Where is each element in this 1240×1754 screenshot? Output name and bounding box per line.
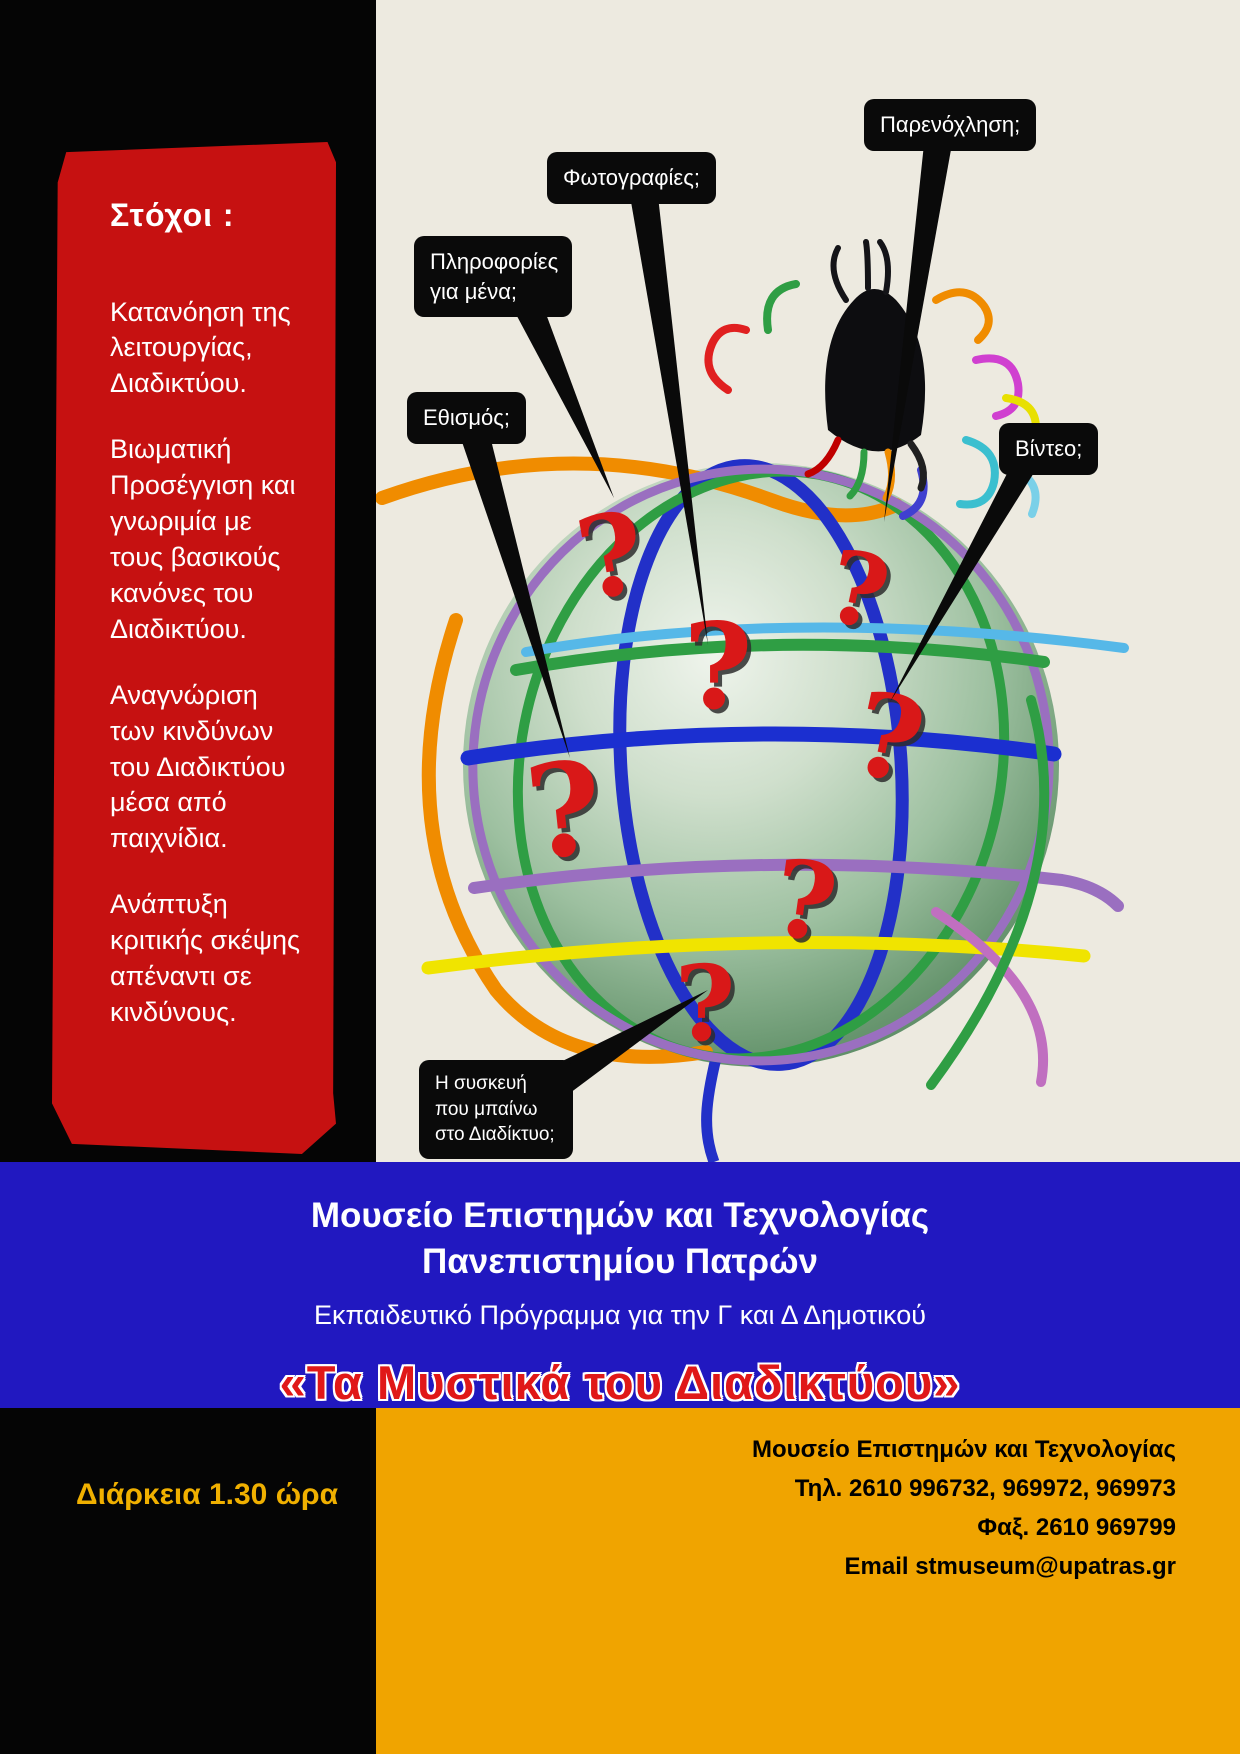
museum-title-line2: Πανεπιστημίου Πατρών xyxy=(421,1242,819,1281)
callout-info-label: Πληροφορίες για μένα; xyxy=(430,249,559,304)
callout-addiction-label: Εθισμός; xyxy=(423,405,511,430)
program-subtitle: Εκπαιδευτικό Πρόγραμμα για την Γ και Δ Δ… xyxy=(314,1300,926,1330)
question-mark: ? xyxy=(675,942,736,1065)
goals-title: Στόχοι : xyxy=(110,197,235,233)
callout-video: Βίντεο; xyxy=(999,423,1099,475)
callout-harassment: Παρενόχληση; xyxy=(864,99,1037,151)
callout-photos: Φωτογραφίες; xyxy=(547,152,716,204)
callout-addiction: Εθισμός; xyxy=(407,392,527,444)
contact-line: Τηλ. 2610 996732, 969972, 969973 xyxy=(794,1475,1176,1502)
banner: Μουσείο Επιστημών και Τεχνολογίας Πανεπι… xyxy=(0,1162,1240,1409)
callout-device-label: Η συσκευή που μπαίνω στο Διαδίκτυο; xyxy=(435,1073,555,1146)
contact-line: Μουσείο Επιστημών και Τεχνολογίας xyxy=(752,1436,1176,1463)
duration-label: Διάρκεια 1.30 ώρα xyxy=(76,1478,339,1511)
goal-item: Αναγνώριση των κινδύνων του Διαδικτύου μ… xyxy=(110,679,286,854)
goal-item: Βιωματική Προσέγγιση και γνωριμία με του… xyxy=(110,434,296,644)
contact-line: Φαξ. 2610 969799 xyxy=(977,1514,1176,1541)
callout-info: Πληροφορίες για μένα; xyxy=(414,236,572,318)
goal-item: Ανάπτυξη κριτικής σκέψης απέναντι σε κιν… xyxy=(110,889,301,1027)
callout-photos-label: Φωτογραφίες; xyxy=(563,165,700,190)
creature-body xyxy=(825,289,926,452)
goals-ribbon: Στόχοι : Κατανόηση της λειτουργίας, Διαδ… xyxy=(52,142,336,1154)
museum-title-line1: Μουσείο Επιστημών και Τεχνολογίας xyxy=(310,1196,930,1235)
callout-device: Η συσκευή που μπαίνω στο Διαδίκτυο; xyxy=(419,1060,573,1159)
contact-line: Email stmuseum@upatras.gr xyxy=(844,1553,1177,1580)
question-mark: ? xyxy=(683,597,752,736)
callout-harassment-label: Παρενόχληση; xyxy=(880,112,1021,137)
poster-title: «Τα Μυστικά του Διαδικτύου» xyxy=(279,1356,961,1409)
goal-item: Κατανόηση της λειτουργίας, Διαδικτύου. xyxy=(110,296,291,399)
question-mark: ? xyxy=(519,733,609,890)
contact-block: Μουσείο Επιστημών και Τεχνολογίας Τηλ. 2… xyxy=(376,1408,1240,1754)
globe-illustration: ? ? ? ? ? ? ? xyxy=(376,239,1129,1162)
callout-video-label: Βίντεο; xyxy=(1015,436,1083,461)
